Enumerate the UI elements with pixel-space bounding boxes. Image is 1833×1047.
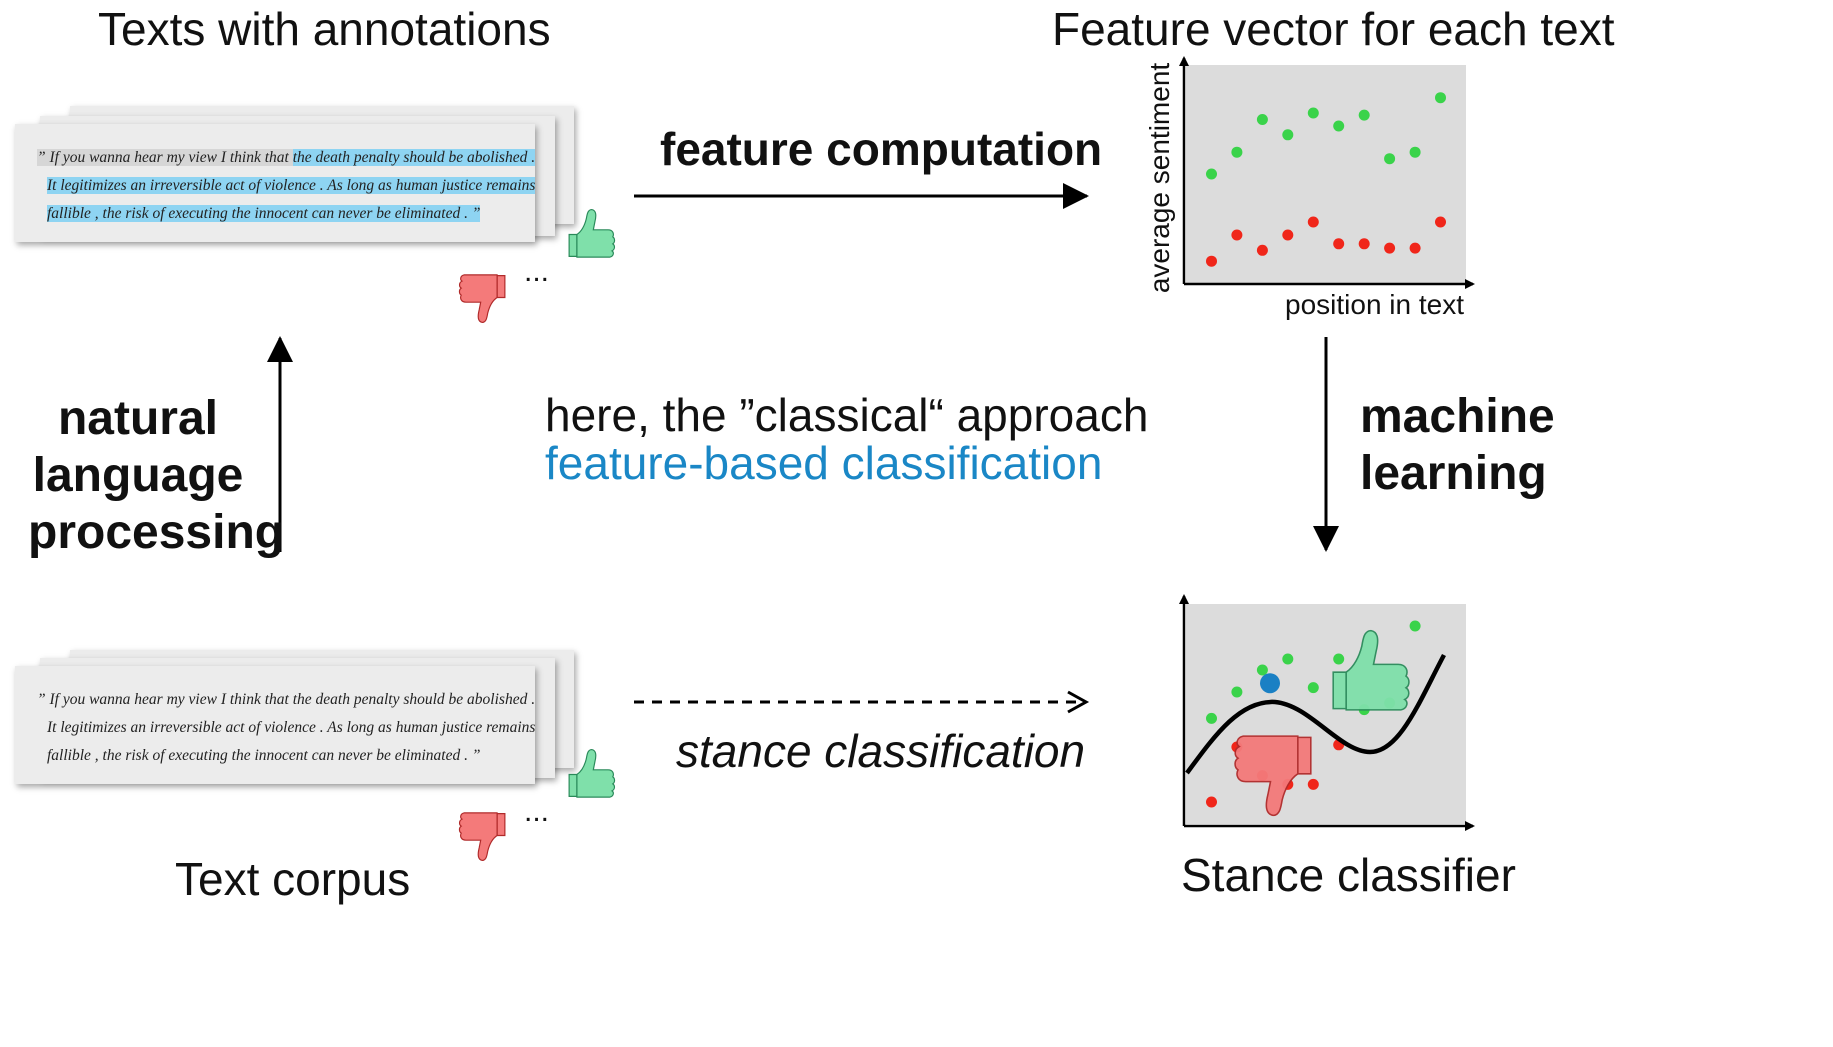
document-page-front: ” If you wanna hear my view I think that… (15, 124, 536, 242)
negative-point (1206, 255, 1217, 267)
positive-point (1231, 146, 1243, 158)
annotated-text: ” If you wanna hear my view I think that… (37, 144, 536, 228)
corpus-text-line-3: fallible , the risk of executing the inn… (47, 747, 481, 764)
document-page-front: ” If you wanna hear my view I think that… (15, 666, 535, 784)
negative-point (1435, 216, 1446, 228)
corpus-text-line-2: It legitimizes an irreversible act of vi… (47, 719, 536, 736)
label-line: natural (57, 392, 219, 445)
thumbs-up-icon (568, 748, 616, 798)
negative-point (1307, 778, 1319, 790)
negative-point (1384, 242, 1396, 254)
new-text-point (1260, 673, 1280, 694)
negative-point (1333, 238, 1345, 250)
plot-background (1186, 65, 1466, 283)
label-stance-classification: stance classification (676, 725, 1086, 777)
negative-point (1206, 796, 1217, 808)
positive-point (1333, 653, 1345, 665)
feature-plot (1179, 56, 1475, 289)
label-line: language (32, 449, 244, 502)
positive-point (1231, 686, 1243, 698)
plot-points (1206, 92, 1446, 267)
negative-point (1282, 229, 1294, 241)
thumbs-down-icon (458, 812, 506, 862)
positive-point (1384, 153, 1396, 165)
highlighted-span: fallible , the risk of executing the inn… (47, 205, 481, 222)
highlighted-span: It legitimizes an irreversible act of vi… (47, 177, 536, 194)
positive-point (1307, 107, 1319, 119)
negative-point (1307, 216, 1319, 228)
x-axis-label: position in text (1285, 289, 1464, 320)
negative-point (1409, 242, 1421, 254)
y-axis-label: average sentiment (1144, 62, 1175, 294)
negative-point (1231, 229, 1243, 241)
title-stance-classifier: Stance classifier (1181, 849, 1516, 901)
annotated-text-line-1: ” If you wanna hear my view I think that… (37, 144, 536, 172)
positive-point (1206, 168, 1217, 180)
annotated-text-line-3: fallible , the risk of executing the inn… (37, 200, 527, 228)
positive-point (1333, 120, 1345, 132)
positive-point (1282, 129, 1294, 141)
decision-boundary (1185, 653, 1446, 775)
title-text-corpus: Text corpus (175, 853, 411, 905)
classifier-plot (1179, 594, 1475, 831)
highlighted-claim: the death penalty should be abolished . (292, 149, 536, 166)
thumbs-down-icon (458, 274, 506, 324)
positive-point (1435, 92, 1446, 104)
center-caption: here, the ”classical“ approach (545, 389, 1149, 441)
label-line: learning (1360, 447, 1547, 500)
corpus-text-line-1: ” If you wanna hear my view I think that… (37, 691, 536, 708)
positive-point (1256, 664, 1268, 676)
center-caption-highlight: feature-based classification (545, 437, 1103, 489)
positive-point (1409, 146, 1421, 158)
thumbs-up-icon (568, 208, 616, 258)
positive-point (1409, 620, 1421, 632)
plain-span: ” If you wanna hear my view I think that (37, 149, 293, 166)
ellipsis: ... (524, 255, 550, 288)
label-feature-computation: feature computation (660, 123, 1103, 175)
label-line: machine (1360, 390, 1555, 443)
ellipsis: ... (524, 795, 550, 828)
positive-point (1358, 109, 1370, 121)
title-feature-vector: Feature vector for each text (1052, 3, 1615, 55)
positive-point (1282, 653, 1294, 665)
positive-point (1206, 712, 1217, 724)
positive-point (1256, 114, 1268, 125)
label-line: processing (28, 506, 285, 559)
negative-point (1358, 238, 1370, 250)
title-texts-with-annotations: Texts with annotations (98, 3, 551, 55)
corpus-text: ” If you wanna hear my view I think that… (37, 686, 536, 770)
label-machine-learning: machine learning (1360, 388, 1555, 502)
positive-point (1307, 682, 1319, 694)
annotated-text-line-2: It legitimizes an irreversible act of vi… (37, 172, 536, 200)
plot-background (1186, 604, 1466, 824)
negative-point (1256, 244, 1268, 256)
label-natural-language-processing: natural language processing (28, 390, 285, 561)
